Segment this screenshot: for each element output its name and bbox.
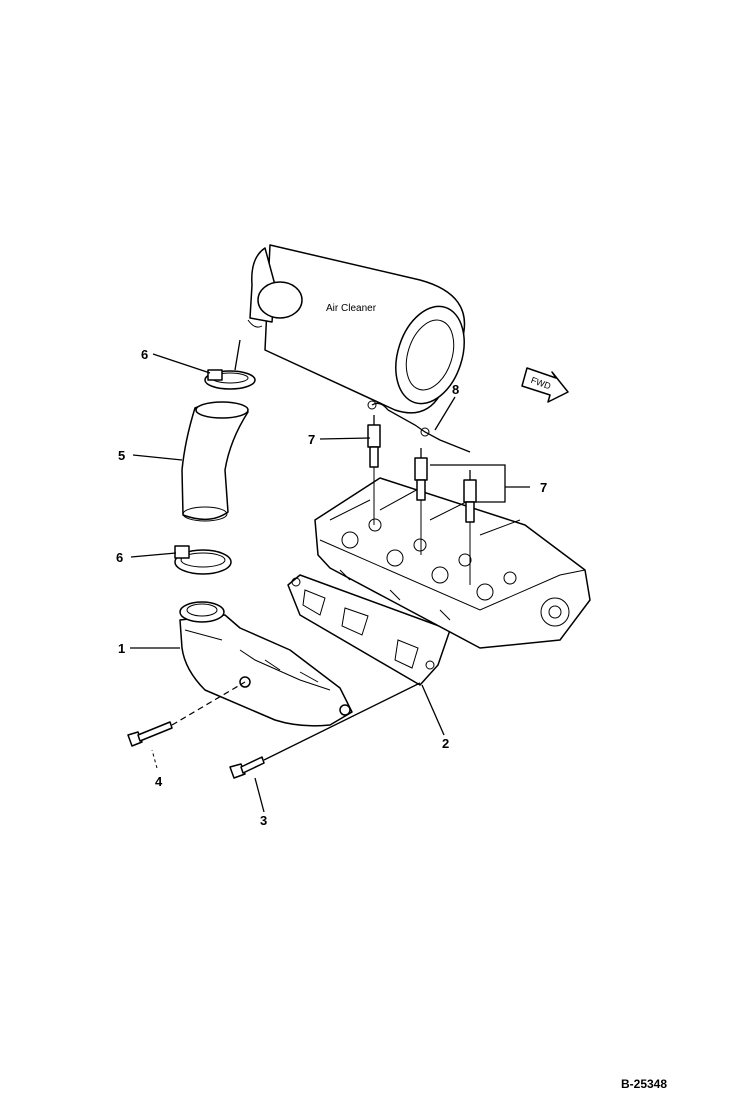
cylinder-head (314, 477, 591, 649)
glow-plugs (414, 448, 477, 585)
bolt-3 (229, 682, 421, 779)
callout-8: 8 (452, 382, 459, 397)
callout-6-lower: 6 (116, 550, 123, 565)
callout-4: 4 (155, 774, 163, 789)
callout-7-left: 7 (308, 432, 315, 447)
callout-6-upper: 6 (141, 347, 148, 362)
drawing-number: B-25348 (621, 1077, 667, 1091)
air-cleaner-label: Air Cleaner (326, 303, 377, 314)
glow-plug (367, 415, 381, 525)
intake-hose (181, 401, 249, 522)
fwd-arrow-icon: FWD (521, 367, 569, 403)
callout-2: 2 (442, 736, 449, 751)
callout-3: 3 (260, 813, 267, 828)
bolt-4 (127, 681, 246, 747)
callout-5: 5 (118, 448, 125, 463)
upper-hose-clamp (204, 339, 256, 390)
leader-lines (130, 353, 530, 813)
lower-hose-clamp (174, 545, 232, 575)
callout-7-right: 7 (540, 480, 547, 495)
connector-lead (367, 400, 471, 453)
manifold-gasket (287, 574, 451, 686)
air-cleaner: Air Cleaner (247, 244, 466, 414)
callout-1: 1 (118, 641, 125, 656)
